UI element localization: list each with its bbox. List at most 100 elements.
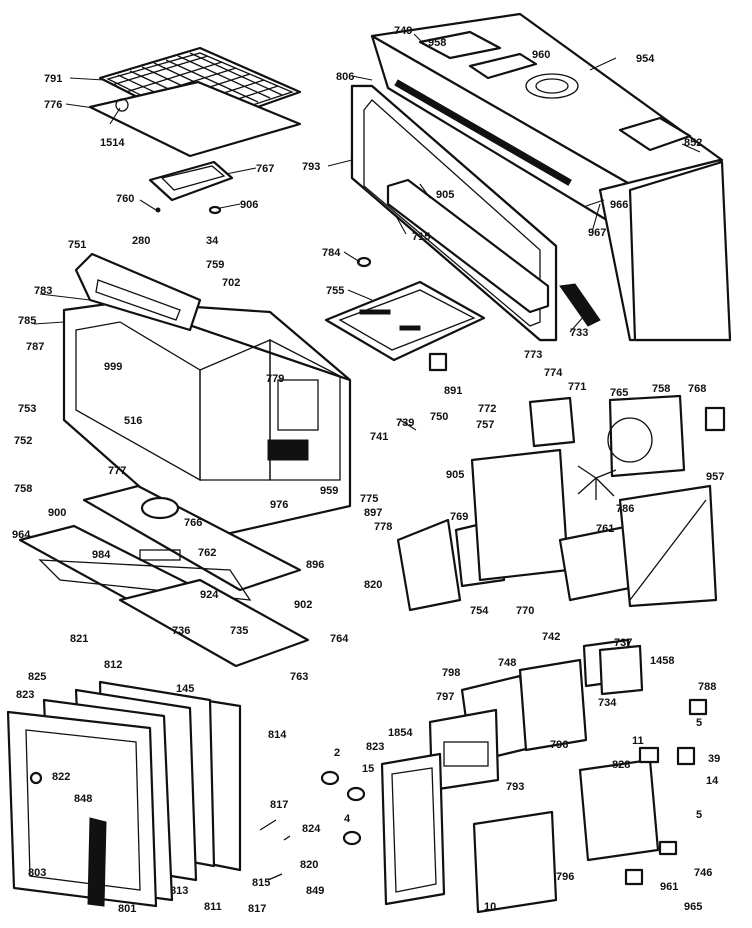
callout-798: 798 <box>442 667 460 679</box>
callout-848: 848 <box>74 793 92 805</box>
callout-823: 823 <box>366 741 384 753</box>
callout-959: 959 <box>320 485 338 497</box>
callout-34: 34 <box>206 235 219 247</box>
control-panel <box>380 638 708 914</box>
callout-758: 758 <box>14 483 32 495</box>
callout-852: 852 <box>684 137 702 149</box>
callout-813: 813 <box>170 885 188 897</box>
callout-748: 748 <box>498 657 516 669</box>
callout-742: 742 <box>542 631 560 643</box>
callout-749: 749 <box>394 25 412 37</box>
callout-999: 999 <box>104 361 122 373</box>
callout-897: 897 <box>364 507 382 519</box>
floor-tray <box>18 484 310 668</box>
callout-775: 775 <box>360 493 378 505</box>
callout-900: 900 <box>48 507 66 519</box>
callout-14: 14 <box>706 775 719 787</box>
callout-763: 763 <box>290 671 308 683</box>
callout-797: 797 <box>436 691 454 703</box>
callout-4: 4 <box>344 813 351 825</box>
callout-905: 905 <box>446 469 464 481</box>
callout-280: 280 <box>132 235 150 247</box>
callout-764: 764 <box>330 633 349 645</box>
callout-772: 772 <box>478 403 496 415</box>
callout-768: 768 <box>688 383 706 395</box>
bottom-plate <box>324 280 486 362</box>
front-frame <box>350 84 601 342</box>
callout-741: 741 <box>370 431 388 443</box>
callout-754: 754 <box>470 605 489 617</box>
callout-10: 10 <box>484 901 496 913</box>
knob-2 <box>320 770 340 786</box>
callout-796: 796 <box>556 871 574 883</box>
callout-762: 762 <box>198 547 216 559</box>
callout-817: 817 <box>270 799 288 811</box>
callout-1458: 1458 <box>650 655 674 667</box>
callout-801: 801 <box>118 903 136 915</box>
callout-773: 773 <box>524 349 542 361</box>
knob-4 <box>342 830 362 846</box>
callout-778: 778 <box>374 521 392 533</box>
callout-811: 811 <box>204 901 222 913</box>
tray-plate <box>88 80 302 158</box>
callout-849: 849 <box>306 885 324 897</box>
callout-976: 976 <box>270 499 288 511</box>
knob-15 <box>346 786 366 802</box>
callout-822: 822 <box>52 771 70 783</box>
callout-785: 785 <box>18 315 36 327</box>
callout-736: 736 <box>172 625 190 637</box>
callout-960: 960 <box>532 49 550 61</box>
callout-954: 954 <box>636 53 655 65</box>
callout-11: 11 <box>632 735 644 747</box>
callout-752: 752 <box>14 435 32 447</box>
callout-759: 759 <box>206 259 224 271</box>
callout-783: 783 <box>34 285 52 297</box>
callout-779: 779 <box>266 373 284 385</box>
callout-771: 771 <box>568 381 586 393</box>
callout-965: 965 <box>684 901 702 913</box>
callout-765: 765 <box>610 387 628 399</box>
callout-733: 733 <box>570 327 588 339</box>
callout-751: 751 <box>68 239 86 251</box>
callout-145: 145 <box>176 683 194 695</box>
callout-1514: 1514 <box>100 137 125 149</box>
callout-777: 777 <box>108 465 126 477</box>
callout-5: 5 <box>696 717 702 729</box>
callout-735: 735 <box>230 625 248 637</box>
callout-823: 823 <box>16 689 34 701</box>
support-bracket <box>148 160 234 202</box>
callout-516: 516 <box>124 415 142 427</box>
callout-812: 812 <box>104 659 122 671</box>
callout-757: 757 <box>476 419 494 431</box>
callout-924: 924 <box>200 589 219 601</box>
callout-labels: 791 776 1514 767 760 906 749 958 960 954… <box>12 25 724 915</box>
callout-957: 957 <box>706 471 724 483</box>
callout-906: 906 <box>240 199 258 211</box>
leader-lines <box>33 33 701 431</box>
callout-793: 793 <box>506 781 524 793</box>
callout-784: 784 <box>322 247 341 259</box>
callout-958: 958 <box>428 37 446 49</box>
callout-891: 891 <box>444 385 462 397</box>
callout-821: 821 <box>70 633 88 645</box>
callout-828: 828 <box>612 759 630 771</box>
callout-702: 702 <box>222 277 240 289</box>
callout-803: 803 <box>28 867 46 879</box>
callout-967: 967 <box>588 227 606 239</box>
callout-753: 753 <box>18 403 36 415</box>
callout-770: 770 <box>516 605 534 617</box>
door-assembly <box>6 680 242 908</box>
callout-766: 766 <box>184 517 202 529</box>
callout-814: 814 <box>268 729 287 741</box>
callout-776: 776 <box>44 99 62 111</box>
callout-825: 825 <box>28 671 46 683</box>
callout-817: 817 <box>248 903 266 915</box>
callout-761: 761 <box>596 523 614 535</box>
callout-769: 769 <box>450 511 468 523</box>
callout-902: 902 <box>294 599 312 611</box>
callout-905: 905 <box>436 189 454 201</box>
callout-15: 15 <box>362 763 374 775</box>
callout-755: 755 <box>326 285 344 297</box>
callout-2: 2 <box>334 747 340 759</box>
